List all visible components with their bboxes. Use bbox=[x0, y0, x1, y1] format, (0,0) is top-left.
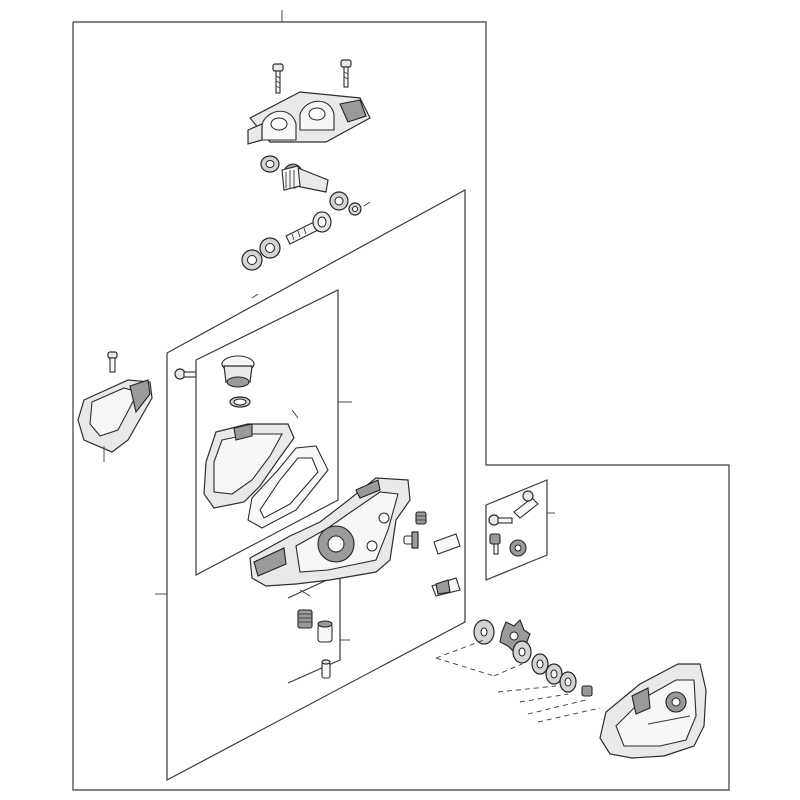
cover-nut bbox=[581, 685, 593, 697]
sprocket-washer-1 bbox=[473, 619, 495, 645]
lever-knob bbox=[509, 539, 527, 557]
bearing-upper bbox=[260, 155, 280, 173]
rubber-plug-upper bbox=[433, 533, 461, 555]
cover-screw bbox=[107, 351, 118, 373]
spacer-washers bbox=[531, 653, 577, 693]
rubber-plug-lower bbox=[431, 577, 461, 597]
oil-tank-frame bbox=[195, 289, 352, 576]
lever-group-frame bbox=[485, 479, 555, 581]
oil-cap-seal bbox=[229, 396, 251, 408]
side-cover bbox=[77, 379, 153, 462]
spindle-bolt bbox=[285, 211, 332, 245]
tension-plug bbox=[317, 620, 333, 643]
sprocket-washer-2 bbox=[512, 640, 532, 664]
gear-case bbox=[249, 477, 411, 587]
outer-frame bbox=[72, 10, 730, 791]
clamp-bolt-left bbox=[272, 63, 284, 94]
gear-case-frame bbox=[155, 188, 466, 781]
tension-pin bbox=[321, 659, 331, 679]
spring-small bbox=[415, 511, 427, 525]
lever-arm bbox=[513, 490, 539, 519]
tension-spring bbox=[297, 609, 313, 629]
tank-gasket bbox=[247, 445, 329, 529]
oil-cap bbox=[221, 355, 255, 388]
oil-tank bbox=[203, 423, 295, 509]
bearing-lower bbox=[241, 237, 281, 271]
assembly-leaders bbox=[435, 639, 601, 723]
lever-pin bbox=[489, 533, 501, 555]
leader-ticks bbox=[251, 201, 371, 597]
bearing-shaft bbox=[329, 191, 362, 216]
lever-screw bbox=[488, 514, 513, 526]
sprocket-cover bbox=[599, 663, 707, 759]
tank-screw bbox=[174, 368, 197, 380]
clamp-bolt-right bbox=[340, 59, 352, 88]
shaft-clamp bbox=[247, 91, 371, 145]
pin-group-frame bbox=[287, 573, 350, 684]
adjuster-pin bbox=[403, 531, 419, 549]
gear-shaft bbox=[281, 163, 329, 193]
